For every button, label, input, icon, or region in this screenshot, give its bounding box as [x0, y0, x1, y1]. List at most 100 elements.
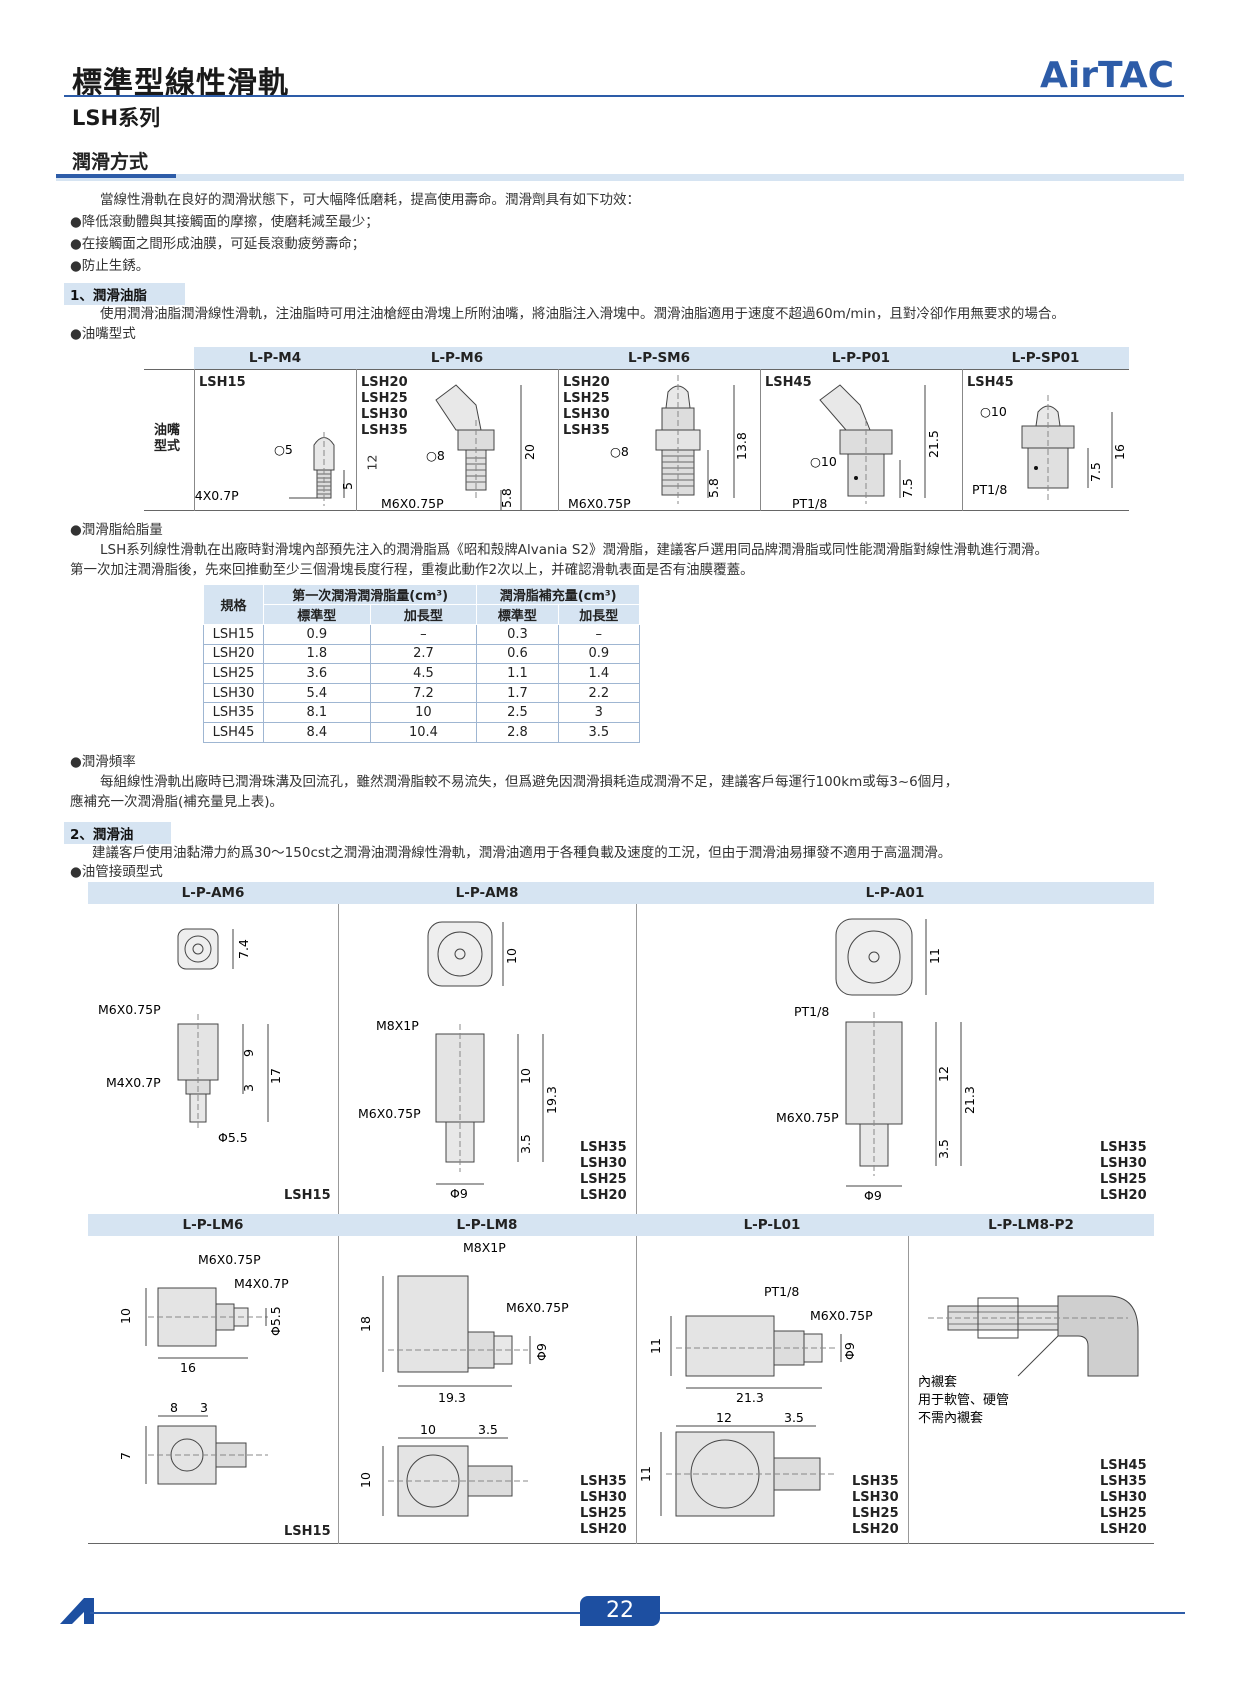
- nozzle-code-m4: L-P-M4: [194, 347, 356, 369]
- fitting-code-lm8: L-P-LM8: [338, 1214, 636, 1236]
- nozzle-models-sm6: LSH20 LSH25 LSH30 LSH35: [563, 375, 610, 438]
- th-spec: 規格: [203, 584, 264, 625]
- fitting-a01-models: LSH35 LSH30 LSH25 LSH20: [1100, 1140, 1147, 1203]
- fitting-l01-h: 11: [648, 1338, 663, 1354]
- cell: LSH25: [203, 663, 264, 684]
- fitting-code-am6: L-P-AM6: [88, 882, 338, 904]
- nozzle-sm6-drawing: ○8 M6X0.75P 5.8 13.8: [568, 375, 749, 510]
- cell: 1.1: [476, 663, 559, 684]
- cell: –: [557, 624, 641, 645]
- fitting-a01-top: 11: [927, 948, 942, 964]
- fitting-l01-t1: PT1/8: [764, 1284, 799, 1299]
- cell: 2.8: [476, 721, 559, 743]
- nozzle-code-sm6: L-P-SM6: [558, 347, 760, 369]
- fitting-label: ●油管接頭型式: [70, 864, 163, 880]
- cell: LSH15: [203, 624, 264, 645]
- fitting-lm6-models: LSH15: [284, 1524, 331, 1539]
- page-number: 22: [580, 1596, 660, 1626]
- cell: 2.5: [476, 702, 559, 723]
- fitting-lm8-p2-models: LSH45 LSH35 LSH30 LSH25 LSH20: [1100, 1458, 1147, 1537]
- cell: 3.5: [557, 721, 641, 743]
- fitting-l01-a: 12: [716, 1410, 732, 1425]
- nozzle-m6-thread: M6X0.75P: [381, 496, 444, 510]
- oil-desc: 建議客戶使用油黏滯力約爲30～150cst之潤滑油潤滑線性滑軌，潤滑油適用于各種…: [92, 845, 952, 861]
- nozzle-p01-drawing: ○10 PT1/8 7.5 21.5: [792, 384, 941, 510]
- fitting-lm8-p2-drawing: 內襯套 用于軟管、硬管 不需內襯套: [918, 1295, 1139, 1426]
- section-title: 潤滑方式: [72, 151, 149, 173]
- fitting-am8-models: LSH35 LSH30 LSH25 LSH20: [580, 1140, 627, 1203]
- nozzle-sp01-drawing: ○10 PT1/8 7.5 16: [972, 395, 1127, 500]
- nozzle-m4-thread: M4X0.7P: [194, 488, 239, 503]
- nozzle-p01-h2: 21.5: [926, 430, 941, 458]
- nozzle-m6-h1: 5.8: [499, 488, 514, 508]
- nozzle-sp01-h2: 16: [1112, 444, 1127, 460]
- cell: 3: [557, 702, 641, 723]
- fitting-am6-dc: 17: [268, 1068, 283, 1084]
- fitting-am6-db: 3: [241, 1084, 256, 1092]
- cell: 10.4: [369, 721, 478, 743]
- fitting-am8-t2: M6X0.75P: [358, 1106, 421, 1121]
- cell: 10: [369, 702, 478, 723]
- fitting-am6-dia: Φ5.5: [218, 1130, 248, 1145]
- th-refill: 潤滑脂補充量(cm³): [476, 584, 640, 605]
- nozzle-sm6-h1: 5.8: [706, 478, 721, 498]
- fitting-lm8-b: 3.5: [478, 1422, 498, 1437]
- page-subtitle: LSH系列: [72, 106, 161, 130]
- fitting-am6-da: 9: [241, 1049, 256, 1057]
- fitting-l01-t2: M6X0.75P: [810, 1308, 873, 1323]
- nozzle-p01-h1: 7.5: [900, 478, 915, 498]
- nozzle-sp01-h1: 7.5: [1088, 462, 1103, 482]
- fitting-am6-t1: M6X0.75P: [98, 1002, 161, 1017]
- fitting-a01-t2: M6X0.75P: [776, 1110, 839, 1125]
- cell: 2.7: [369, 643, 478, 665]
- fitting-l01-models: LSH35 LSH30 LSH25 LSH20: [852, 1474, 899, 1537]
- fitting-l01-c: 11: [638, 1466, 653, 1482]
- cell: 5.4: [263, 682, 371, 704]
- nozzle-models-m4: LSH15: [199, 375, 246, 390]
- cell: 0.9: [263, 624, 371, 645]
- footer-logo-mark: [60, 1598, 94, 1624]
- nozzle-code-sp01: L-P-SP01: [962, 347, 1129, 369]
- fitting-l01-len: 21.3: [736, 1390, 764, 1405]
- cell: LSH35: [203, 702, 264, 723]
- fitting-am6-drawing: M6X0.75P M4X0.7P Φ5.5 7.4 9 3 17: [98, 928, 283, 1145]
- nozzle-sp01-thread: PT1/8: [972, 482, 1007, 497]
- section-bar-accent: [56, 174, 176, 178]
- cell: LSH20: [203, 643, 264, 665]
- nozzle-table: L-P-M4 L-P-M6 L-P-SM6 L-P-P01 L-P-SP01 油…: [144, 347, 1129, 511]
- nozzle-m6-h2: 20: [522, 444, 537, 460]
- th-std-1: 標準型: [263, 604, 371, 625]
- cell: LSH45: [203, 721, 264, 743]
- intro-text: 當線性滑軌在良好的潤滑狀態下，可大幅降低磨耗，提高使用壽命。潤滑劑具有如下功效：: [100, 192, 640, 208]
- cell: LSH30: [203, 682, 264, 704]
- logo-text: AirTAC: [1040, 55, 1174, 94]
- cell: 8.4: [263, 721, 371, 743]
- fitting-am8-dia: Φ9: [450, 1186, 468, 1201]
- nozzle-p01-dia: ○10: [810, 454, 837, 469]
- bullet-2: ●在接觸面之間形成油膜，可延長滾動疲勞壽命；: [70, 236, 366, 252]
- bullet-1: ●降低滾動體與其接觸面的摩擦，使磨耗減至最少；: [70, 214, 379, 230]
- section-bar: [56, 174, 1184, 181]
- fitting-lm8-h: 18: [358, 1316, 373, 1332]
- nozzle-m4-dia: ○5: [274, 442, 293, 457]
- cell: 1.4: [557, 663, 641, 684]
- cell: 1.8: [263, 643, 371, 665]
- nozzle-m4-drawing: ○5 M4X0.7P 5: [194, 432, 355, 506]
- fitting-l01-b: 3.5: [784, 1410, 804, 1425]
- cell: –: [369, 624, 478, 645]
- grease-desc: 使用潤滑油脂潤滑線性滑軌，注油脂時可用注油槍經由滑塊上所附油嘴，將油脂注入滑塊中…: [100, 306, 1065, 322]
- header-rule: [64, 95, 1184, 97]
- fitting-lm6-dia: Φ5.5: [268, 1306, 283, 1336]
- bullet-3: ●防止生銹。: [70, 258, 150, 274]
- nozzle-m4-h1: 5: [340, 482, 355, 490]
- fitting-code-am8: L-P-AM8: [338, 882, 636, 904]
- fitting-lm8-p2-note3: 不需內襯套: [918, 1410, 983, 1426]
- th-long-1: 加長型: [369, 604, 478, 625]
- nozzle-models-p01: LSH45: [765, 375, 812, 390]
- grease-amount-table: 規格 第一次潤滑潤滑脂量(cm³) 潤滑脂補充量(cm³) 標準型 加長型 標準…: [203, 584, 641, 743]
- fitting-lm6-h: 10: [118, 1308, 133, 1324]
- th-long-2: 加長型: [557, 604, 641, 625]
- cell: 2.2: [557, 682, 641, 704]
